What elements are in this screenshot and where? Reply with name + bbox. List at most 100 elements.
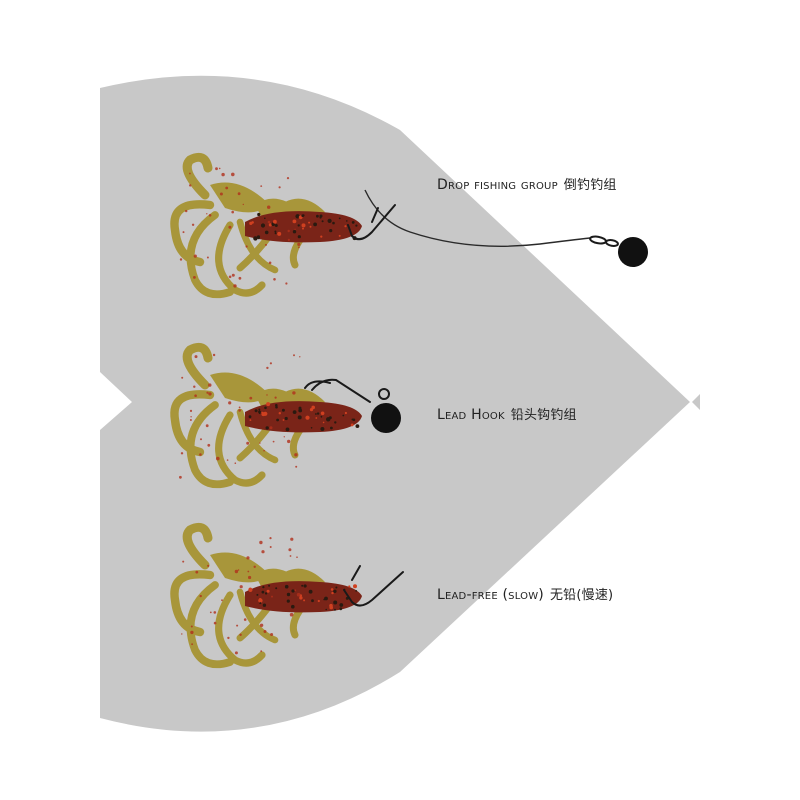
lure-speckle (182, 231, 185, 234)
lure-speckle (299, 596, 303, 600)
lure-speckle (246, 441, 250, 445)
lure-speckle (288, 548, 292, 552)
lure-speckle (247, 570, 250, 573)
rig-label-en: Lead-free (slow) (437, 587, 544, 603)
lure-speckle (297, 415, 302, 420)
lure-speckle (267, 220, 271, 224)
lure-speckle (221, 172, 225, 177)
lure-speckle (317, 599, 320, 603)
lure-speckle (246, 556, 250, 560)
lure-speckle (335, 586, 338, 589)
lure-speckle (294, 589, 297, 592)
lure-speckle (189, 409, 193, 412)
lure-speckle (258, 412, 261, 415)
lure-speckle (315, 413, 317, 415)
lure-speckle (179, 475, 182, 479)
lure-speckle (236, 624, 239, 627)
lure-speckle (254, 409, 258, 413)
lure-speckle (216, 456, 220, 461)
lure-speckle (205, 424, 209, 428)
swivel-icon (589, 235, 619, 247)
lure-speckle (181, 376, 184, 379)
lure-tentacle (182, 342, 213, 390)
lure-speckle (181, 633, 183, 635)
lure-speckle (320, 427, 325, 431)
lure-speckle (309, 408, 314, 412)
lure-speckle (351, 221, 355, 224)
lure-speckle (277, 231, 282, 236)
lure-speckle (329, 229, 333, 233)
lure-speckle (179, 258, 183, 261)
lure-speckle (228, 225, 232, 229)
lure-speckle (273, 219, 277, 224)
lure-speckle (287, 229, 290, 233)
lure-speckle (231, 210, 234, 214)
lead-hook-rig (170, 342, 401, 489)
hook-icon (304, 378, 371, 403)
lure-speckle (320, 411, 325, 416)
lure-speckle (344, 225, 347, 228)
lure-speckle (208, 392, 212, 396)
lure-speckle (266, 589, 270, 593)
lure-speckle (355, 424, 360, 428)
lure-speckle (208, 214, 212, 217)
lure-speckle (301, 223, 306, 228)
lure-speckle (309, 225, 312, 228)
lure-speckle (334, 421, 337, 424)
lure-speckle (320, 415, 323, 418)
lure-speckle (206, 391, 209, 394)
lure-speckle (348, 585, 351, 588)
lure-body (245, 581, 362, 613)
lure-speckle (278, 186, 281, 189)
lure-speckle (263, 411, 268, 416)
lure-speckle (233, 284, 237, 288)
rig-label-en: Lead Hook (437, 407, 505, 423)
lure-leg (289, 606, 304, 639)
lure-speckle (303, 584, 307, 588)
lure-speckle (199, 594, 202, 598)
lure-speckle (291, 604, 295, 609)
soft-lure-icon (170, 522, 362, 669)
rig-label-cn: 倒钓钓组 (563, 178, 617, 193)
lure-speckle (239, 585, 243, 589)
lure-speckle (316, 412, 320, 415)
lure-speckle (248, 415, 252, 419)
lure-speckle (190, 416, 192, 418)
lure-speckle (261, 411, 264, 414)
lure-speckle (289, 555, 292, 557)
lure-speckle (194, 355, 198, 359)
lure-speckle (193, 276, 196, 279)
lure-speckle (299, 356, 301, 358)
lure-speckle (274, 224, 278, 227)
rig-label-cn: 铅头钩钓组 (510, 408, 577, 423)
lure-tentacle (186, 581, 234, 669)
lure-speckle (301, 584, 304, 587)
lure-speckle (195, 570, 199, 574)
lure-speckle (303, 599, 306, 602)
lure-speckle (322, 421, 325, 424)
lure-speckle (342, 414, 345, 417)
lure-speckle (269, 362, 272, 365)
lure-speckle (190, 630, 194, 635)
lure-speckle (182, 560, 185, 563)
lure-speckle (245, 245, 248, 248)
lure-speckle (219, 192, 223, 196)
hook-icon (343, 565, 404, 607)
lure-speckle (248, 575, 252, 580)
lure-speckle (275, 405, 278, 409)
lure-speckle (338, 217, 341, 220)
lure-speckle (267, 205, 271, 209)
lure-speckle (180, 452, 184, 455)
lure-speckle (292, 219, 297, 224)
lure-speckle (191, 643, 194, 646)
lure-speckle (199, 453, 202, 456)
hook-icon (347, 204, 396, 241)
lure-speckle (297, 224, 300, 227)
lure-speckle (305, 415, 310, 420)
lure-speckle (228, 275, 232, 279)
heart-tip-shape (692, 394, 700, 410)
lure-speckle (313, 222, 317, 227)
lure-speckle (263, 630, 267, 633)
lure-leg (289, 426, 304, 459)
lure-speckle (264, 406, 267, 410)
